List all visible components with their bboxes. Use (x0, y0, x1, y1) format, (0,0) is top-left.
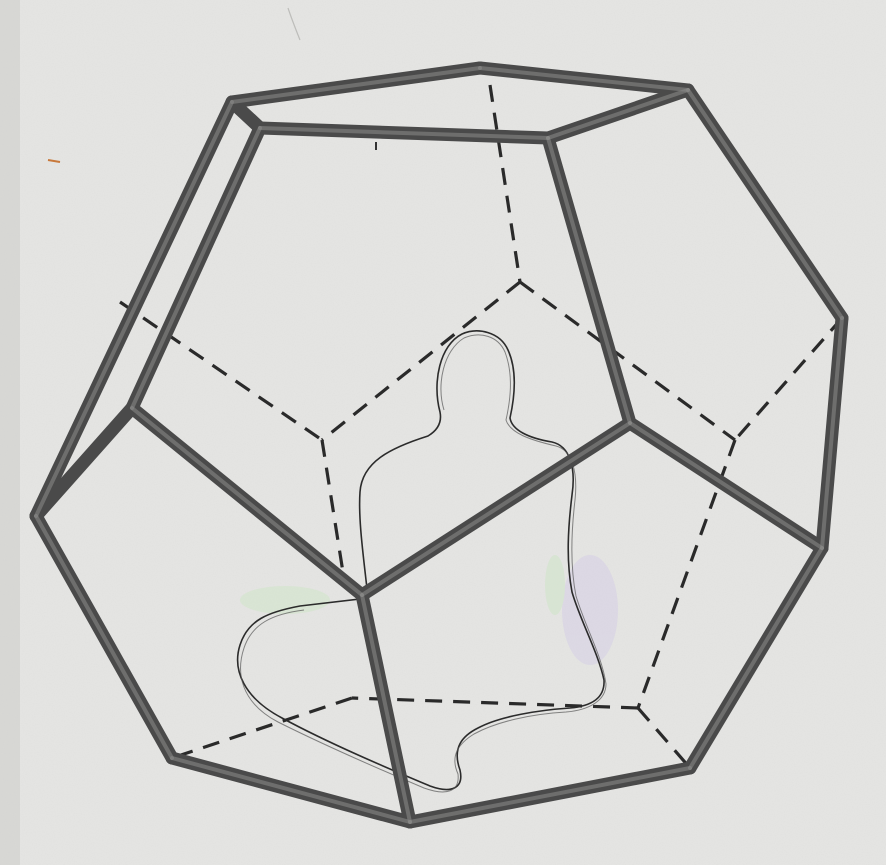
wash-green-2 (545, 555, 565, 615)
paper-shade-left (0, 0, 20, 865)
wash-lavender (562, 555, 618, 665)
